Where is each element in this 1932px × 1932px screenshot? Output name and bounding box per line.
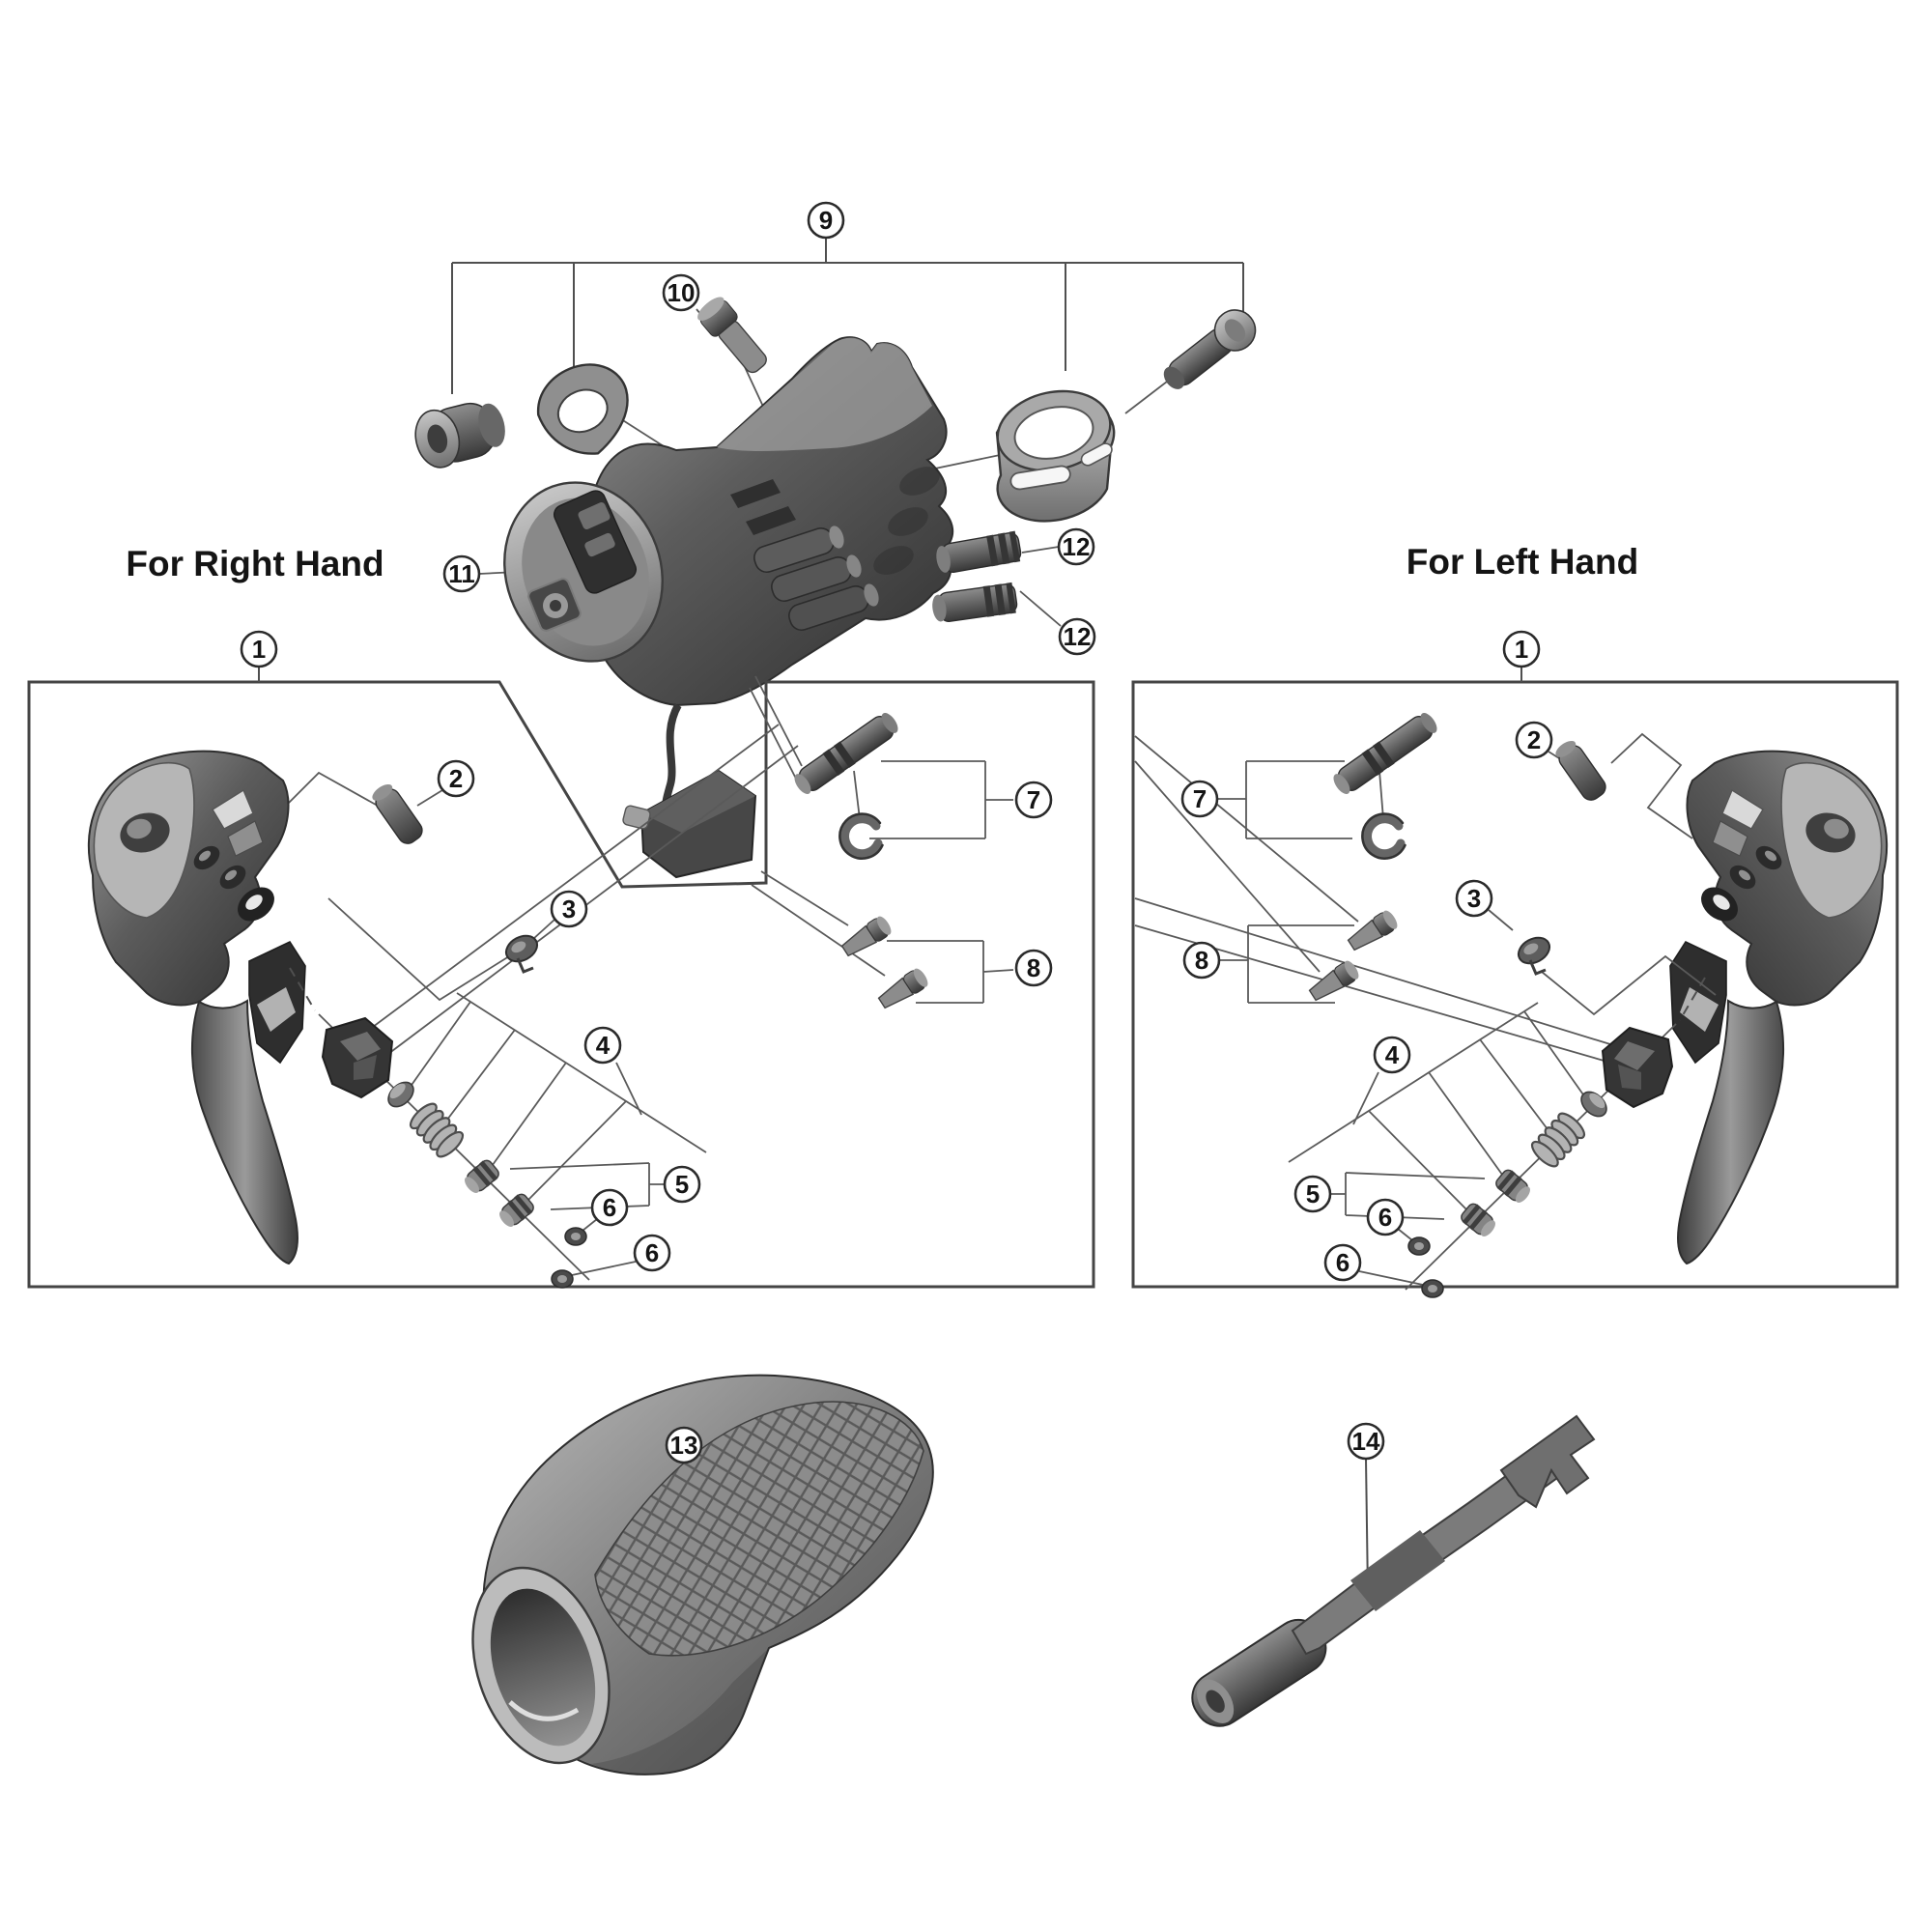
- svg-text:4: 4: [596, 1031, 611, 1060]
- callout-left-5: 5: [663, 1165, 701, 1204]
- shifter-body: [503, 336, 953, 707]
- svg-text:12: 12: [1064, 622, 1092, 651]
- svg-text:7: 7: [1193, 784, 1207, 813]
- section-label-left-hand: For Left Hand: [1406, 542, 1638, 582]
- callout-right-5: 5: [1293, 1175, 1332, 1213]
- leader-12-lower: [1019, 590, 1062, 627]
- callout-right-6-lower: 6: [1323, 1243, 1362, 1282]
- svg-text:2: 2: [1527, 725, 1541, 754]
- svg-text:10: 10: [668, 278, 696, 307]
- svg-text:3: 3: [562, 895, 576, 923]
- mounting-nut: [414, 402, 505, 469]
- right-hand-box: [27, 680, 1095, 1289]
- callout-right-6-upper: 6: [1366, 1198, 1405, 1236]
- svg-text:5: 5: [1306, 1179, 1320, 1208]
- tool-handle: [1191, 1618, 1327, 1727]
- callout-left-6-lower: 6: [633, 1234, 671, 1272]
- svg-text:3: 3: [1467, 884, 1481, 913]
- callout-right-7: 7: [1180, 780, 1219, 818]
- clamp-bolt: [1163, 309, 1257, 389]
- part-7-group: [749, 675, 1013, 859]
- svg-text:4: 4: [1385, 1040, 1400, 1069]
- part-7-group-left: [1217, 707, 1442, 859]
- svg-text:9: 9: [819, 206, 833, 235]
- callout-left-6-upper: 6: [590, 1188, 629, 1227]
- callout-12-upper: 12: [1057, 527, 1095, 566]
- wire-junction: [622, 703, 757, 879]
- callout-right-4: 4: [1373, 1036, 1411, 1074]
- callout-left-1: 1: [240, 630, 278, 668]
- callout-left-3: 3: [550, 890, 588, 928]
- callout-11: 11: [442, 554, 481, 593]
- brake-lever-left-hand: [1669, 750, 1889, 1264]
- svg-text:11: 11: [448, 559, 475, 588]
- callout-right-1: 1: [1502, 630, 1541, 668]
- part-2-plug: [368, 780, 427, 848]
- leader-12-upper: [1021, 546, 1060, 554]
- part-8-group-left: [1134, 735, 1401, 1006]
- svg-text:14: 14: [1352, 1427, 1380, 1456]
- bolt-10: [697, 297, 767, 374]
- svg-text:13: 13: [670, 1431, 698, 1460]
- svg-text:2: 2: [449, 764, 463, 793]
- part-8-group: [751, 870, 1014, 1013]
- part-3-cap-left: [1512, 930, 1556, 976]
- svg-text:6: 6: [1336, 1248, 1350, 1277]
- gasket-plate: [537, 363, 629, 455]
- section-label-right-hand: For Right Hand: [126, 544, 384, 583]
- callout-left-4: 4: [583, 1026, 622, 1065]
- part-2-plug-left: [1551, 736, 1610, 805]
- callout-14: 14: [1347, 1422, 1385, 1461]
- callout-13: 13: [665, 1426, 703, 1464]
- callout-left-7: 7: [1014, 781, 1053, 819]
- callout-12-lower: 12: [1058, 617, 1096, 656]
- bracket-cover-hood: [471, 1374, 934, 1776]
- clamp-band: [995, 389, 1116, 523]
- bracket-9-lines: [451, 238, 1244, 394]
- hood-install-tool: [1191, 1414, 1596, 1727]
- svg-text:12: 12: [1063, 532, 1091, 561]
- callout-left-8: 8: [1014, 949, 1053, 987]
- callout-right-3: 3: [1455, 879, 1493, 918]
- callout-right-8: 8: [1182, 941, 1221, 980]
- body-front-face: [503, 481, 664, 663]
- top-assembly: [414, 238, 1257, 879]
- svg-text:8: 8: [1195, 946, 1208, 975]
- tool-fork-tip: [1499, 1414, 1596, 1509]
- svg-text:6: 6: [1378, 1203, 1392, 1232]
- callout-right-2: 2: [1515, 721, 1553, 759]
- callout-9: 9: [807, 201, 845, 240]
- right-hand-assembly: [87, 667, 1014, 1288]
- svg-text:6: 6: [645, 1238, 659, 1267]
- left-hand-assembly: [1134, 667, 1889, 1297]
- cable-ports: [753, 526, 879, 632]
- brake-lever-right-hand: [87, 750, 306, 1264]
- svg-text:1: 1: [252, 635, 266, 664]
- tool-step: [1350, 1530, 1445, 1611]
- svg-text:1: 1: [1515, 635, 1528, 664]
- svg-text:7: 7: [1027, 785, 1040, 814]
- svg-text:5: 5: [675, 1170, 689, 1199]
- callout-left-2: 2: [437, 759, 475, 798]
- svg-text:8: 8: [1027, 953, 1040, 982]
- callout-10: 10: [662, 273, 700, 312]
- etube-connector-lower: [929, 581, 1019, 626]
- left-hand-box: [1131, 680, 1899, 1289]
- svg-text:6: 6: [603, 1193, 616, 1222]
